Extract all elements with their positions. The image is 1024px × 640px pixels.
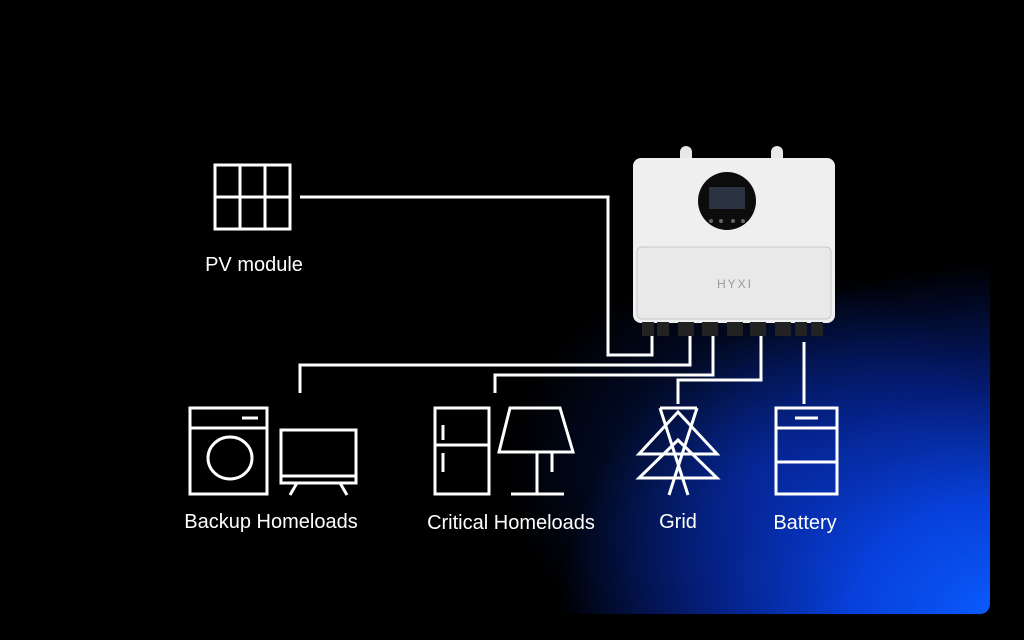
- pv-module-icon: [213, 163, 292, 231]
- inverter-image: HYXI: [633, 146, 835, 336]
- backup-connection-line: [298, 336, 692, 393]
- inverter-brand-logo: HYXI: [717, 277, 753, 291]
- grid-connection-line: [676, 336, 763, 404]
- critical-connection-line: [493, 336, 715, 393]
- connection-lines: [298, 195, 806, 404]
- lamp-icon: [497, 406, 576, 496]
- critical-homeloads-label: Critical Homeloads: [427, 512, 595, 534]
- tv-icon: [279, 428, 358, 496]
- grid-label: Grid: [659, 511, 697, 533]
- pv-connection-line: [300, 195, 654, 357]
- grid-tower-icon: [635, 406, 721, 496]
- backup-homeloads-label: Backup Homeloads: [184, 511, 358, 533]
- pv-module-label: PV module: [205, 254, 303, 276]
- fridge-icon: [433, 406, 491, 496]
- battery-icon: [774, 406, 839, 496]
- battery-label: Battery: [773, 512, 837, 534]
- washing-machine-icon: [188, 406, 269, 496]
